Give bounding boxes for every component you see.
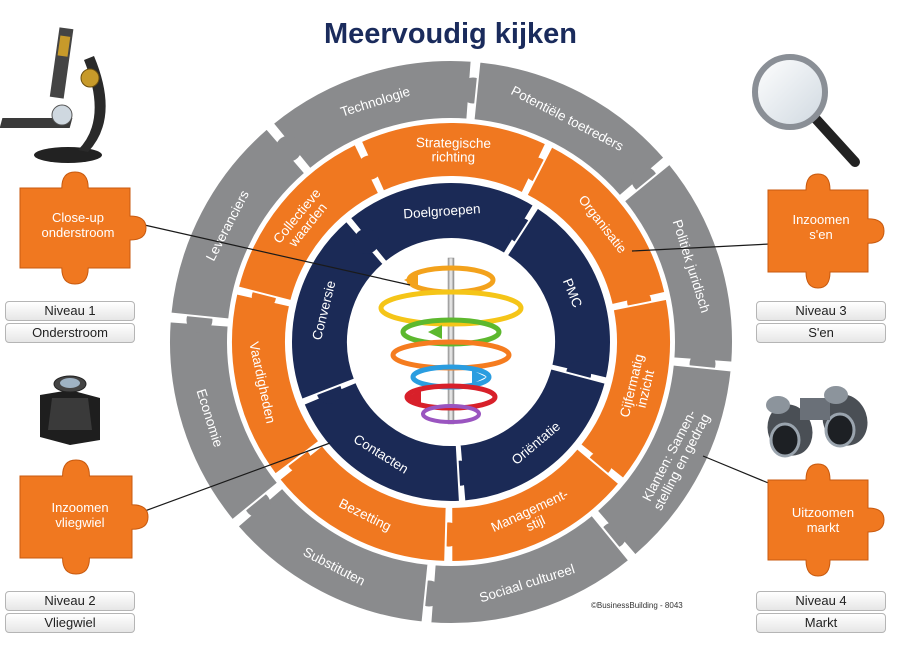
page-title: Meervoudig kijken — [323, 18, 577, 50]
corner-pieces — [19, 171, 885, 577]
corner-puzzle-piece — [19, 459, 149, 575]
corner-piece-label: Uitzoomen markt — [791, 505, 855, 535]
connector-lines — [139, 223, 779, 513]
outer-ring-segment-shape — [168, 320, 280, 522]
middle-ring-label: Strategischerichting — [416, 135, 491, 165]
outer-ring-segment-shape — [429, 513, 631, 625]
level-name-pill: Vliegwiel — [5, 613, 135, 633]
outer-ring-segment-shape — [236, 486, 430, 624]
middle-ring-segment-shape — [578, 297, 672, 481]
level-pill: Niveau 3 — [756, 301, 886, 321]
inner-ring-segment-shape — [290, 219, 386, 402]
middle-ring-segment: Vaardigheden — [230, 284, 321, 476]
inner-ring-segment-shape — [302, 380, 461, 503]
middle-ring-segment-shape — [230, 292, 321, 476]
inner-ring-label: Doelgroepen — [403, 201, 481, 221]
level-name-pill: S'en — [756, 323, 886, 343]
outer-ring-segment-shape — [271, 59, 473, 171]
level-pill: Niveau 1 — [5, 301, 135, 321]
corner-puzzle-piece — [19, 171, 147, 285]
inner-ring-segment: PMC — [505, 206, 612, 387]
outer-ring-segment: Technologie — [271, 59, 486, 171]
spiral-icon — [378, 257, 524, 425]
outer-ring-segment-shape — [472, 60, 666, 198]
middle-ring-segment-shape — [277, 443, 448, 563]
middle-ring-segment: Cijfermatiginzicht — [578, 297, 672, 481]
middle-ring-knob — [357, 155, 382, 180]
level-name-pill: Markt — [756, 613, 886, 633]
corner-puzzle-piece — [767, 463, 885, 577]
middle-ring-segment: Bezetting — [277, 443, 448, 563]
inner-ring-segment-shape — [505, 206, 612, 380]
middle-ring-segment-shape — [359, 121, 548, 195]
middle-ring-segment-shape — [450, 446, 621, 564]
middle-ring-segment-shape — [525, 145, 667, 307]
level-pill: Niveau 4 — [756, 591, 886, 611]
corner-puzzle-piece — [767, 173, 885, 289]
corner-piece-label: Close-up onderstroom — [41, 210, 115, 240]
corner-piece-label: Inzoomen vliegwiel — [51, 500, 109, 530]
outer-ring-knob — [275, 135, 302, 162]
middle-ring-segment-shape — [236, 142, 381, 303]
binoculars-icon — [766, 386, 868, 458]
magnifier-icon — [752, 54, 860, 167]
outer-ring-segment-shape — [622, 162, 734, 364]
inner-ring-knob — [353, 228, 380, 254]
middle-ring-segment: Organisatie — [525, 145, 667, 314]
outer-ring-segment-shape — [169, 127, 307, 321]
outer-ring-segment: Leveranciers — [169, 127, 307, 321]
copyright-note: ©BusinessBuilding - 8043 — [591, 601, 683, 610]
loupe-icon — [40, 375, 100, 445]
outer-ring-segment: Sociaal cultureel — [416, 513, 631, 625]
corner-piece-label: Inzoomen s'en — [792, 212, 850, 242]
level-pill: Niveau 2 — [5, 591, 135, 611]
inner-ring-segment-shape — [348, 181, 536, 264]
outer-ring-segment-shape — [595, 363, 733, 557]
inner-ring-segment-shape — [458, 367, 607, 503]
level-name-pill: Onderstroom — [5, 323, 135, 343]
inner-ring-segment: Conversie — [290, 219, 386, 402]
microscope-icon — [0, 27, 106, 163]
